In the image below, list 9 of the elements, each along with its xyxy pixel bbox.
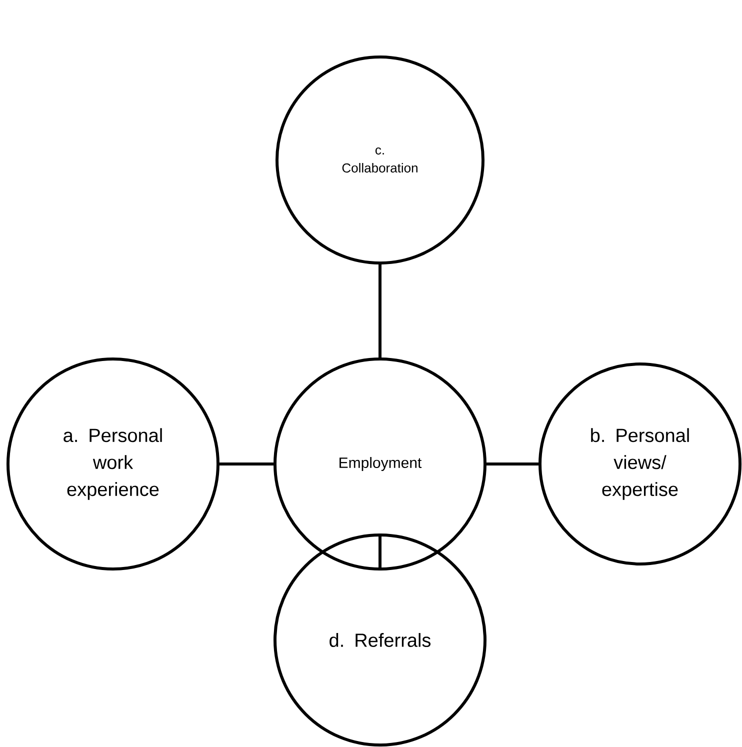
connector-line <box>486 462 538 466</box>
connector-line <box>220 462 274 466</box>
circle-node: a. Personal work experience <box>6 358 220 570</box>
circle-node: Employment <box>274 358 486 570</box>
circle-node: b. Personal views/ expertise <box>538 362 742 566</box>
connector-line <box>378 264 382 358</box>
circle-node: c. Collaboration <box>276 56 484 264</box>
circle-node: d. Referrals <box>274 534 486 746</box>
connector-line <box>378 534 382 570</box>
